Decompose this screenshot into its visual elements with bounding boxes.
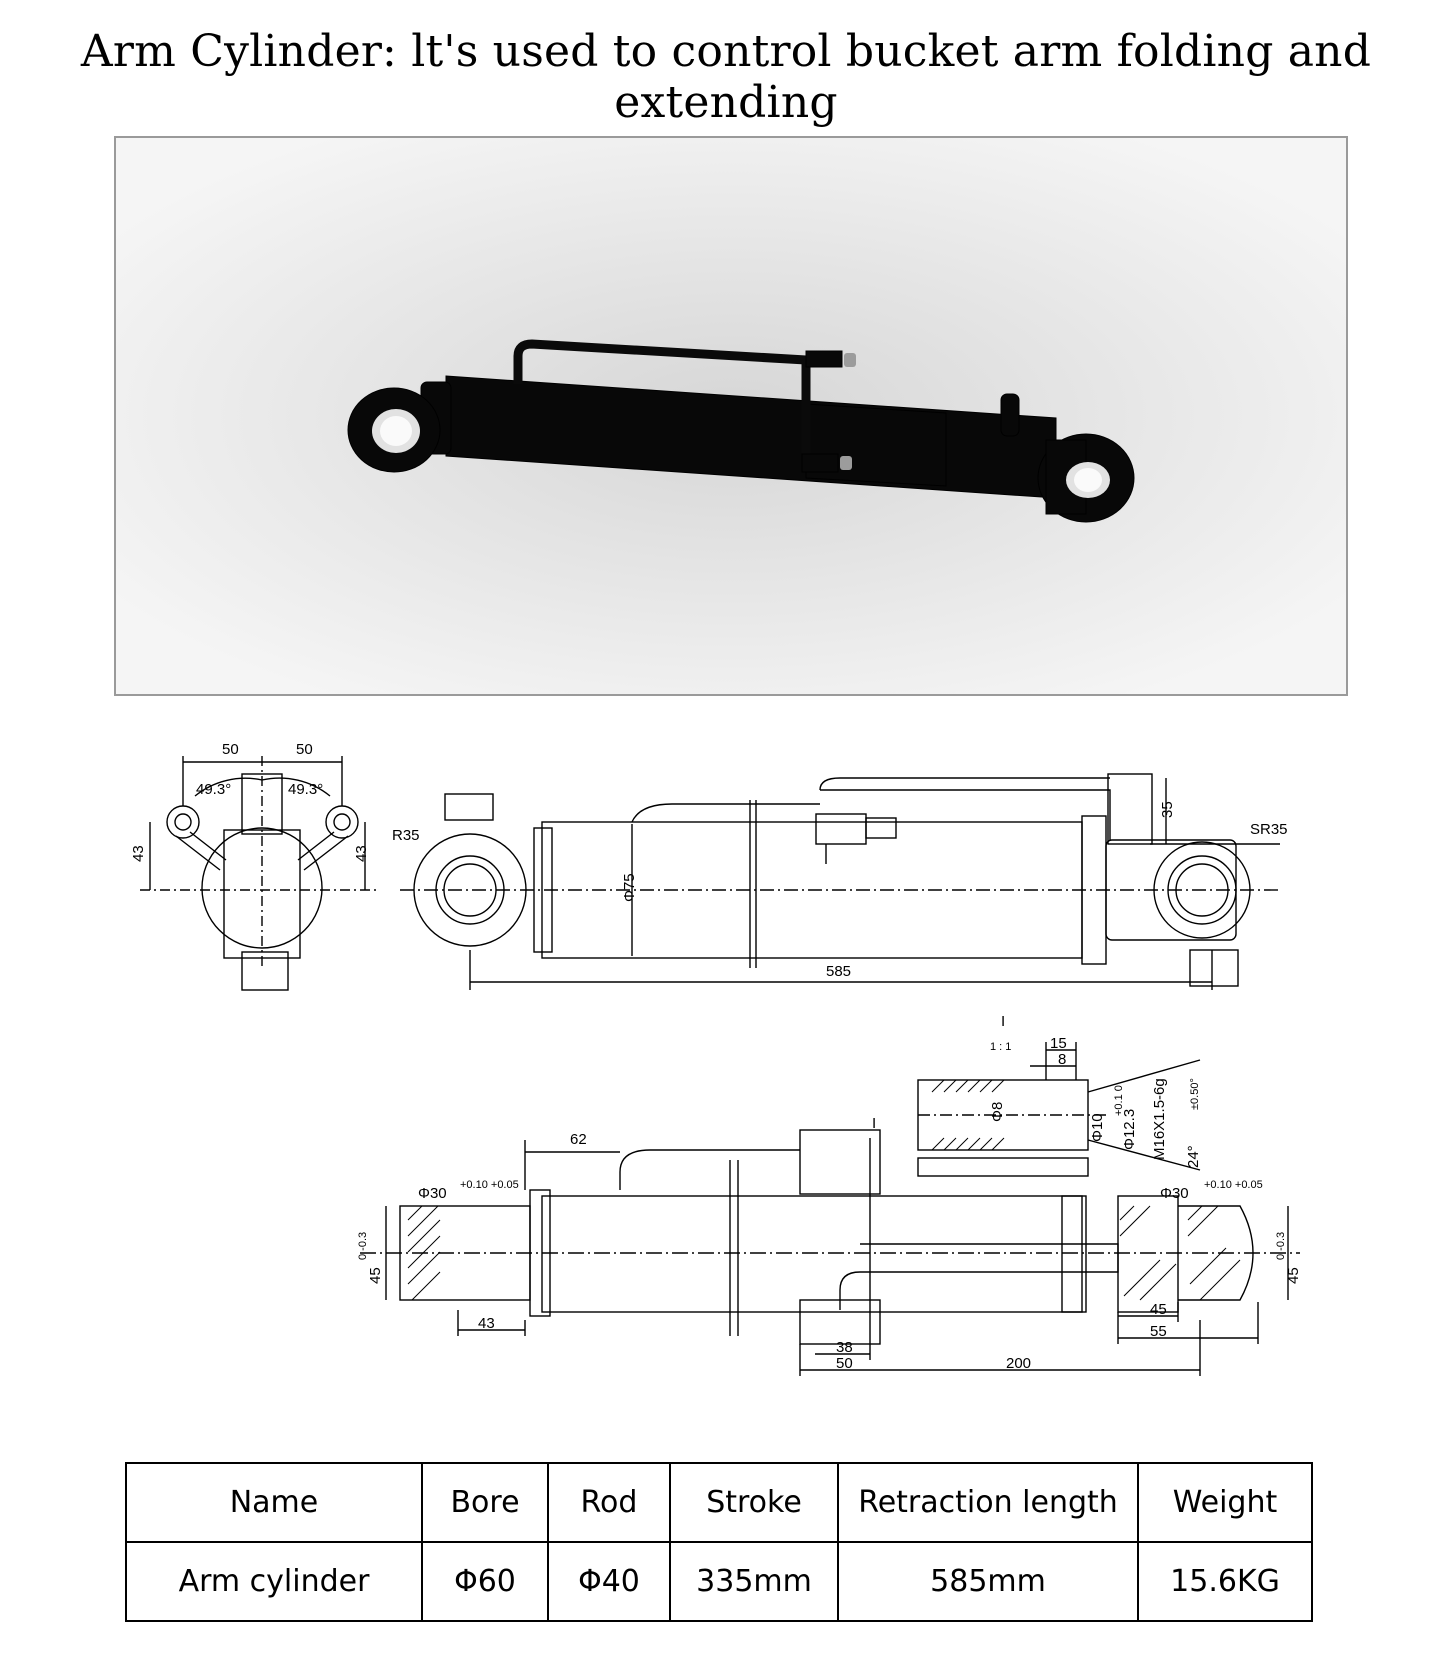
page-title: Arm Cylinder: lt's used to control bucke…: [80, 26, 1372, 128]
table-header-row: Name Bore Rod Stroke Retraction length W…: [125, 1462, 1313, 1543]
port-38: 38: [836, 1339, 853, 1356]
dim-top-right-50: 50: [296, 741, 313, 758]
header-name: Name: [125, 1462, 423, 1543]
cell-rod: Φ40: [547, 1541, 671, 1622]
product-photo: [114, 136, 1348, 696]
cell-bore: Φ60: [421, 1541, 549, 1622]
cell-retraction-length: 585mm: [837, 1541, 1139, 1622]
detail-8: 8: [1058, 1051, 1066, 1068]
cell-stroke: 335mm: [669, 1541, 839, 1622]
detail-angle-tol: ±0.50°: [1189, 1078, 1201, 1110]
technical-drawing: 50 50 49.3° 49.3° 43 43 R35 SR35 Φ75 35 …: [130, 741, 1302, 1376]
width-right-tol: 0 -0.3: [1275, 1232, 1287, 1260]
pin-left: Φ30: [418, 1185, 447, 1202]
pipe-height: 35: [1159, 801, 1176, 818]
cell-name: Arm cylinder: [125, 1541, 423, 1622]
header-stroke: Stroke: [669, 1462, 839, 1543]
header-rod: Rod: [547, 1462, 671, 1543]
pin-left-tol: +0.10 +0.05: [460, 1179, 519, 1191]
detail-phi12-3: Φ12.3: [1121, 1109, 1138, 1150]
header-retraction-length: Retraction length: [837, 1462, 1139, 1543]
detail-angle: 24°: [1185, 1145, 1202, 1168]
pipe-offset: 62: [570, 1131, 587, 1148]
right-55: 55: [1150, 1323, 1167, 1340]
cell-weight: 15.6KG: [1137, 1541, 1313, 1622]
port-50: 50: [836, 1355, 853, 1372]
spec-table: Name Bore Rod Stroke Retraction length W…: [125, 1462, 1313, 1622]
height-right: 43: [353, 845, 370, 862]
angle-right: 49.3°: [288, 781, 323, 798]
dim-top-left-50: 50: [222, 741, 239, 758]
detail-15: 15: [1050, 1035, 1067, 1052]
port-200: 200: [1006, 1355, 1031, 1372]
table-row: Arm cylinder Φ60 Φ40 335mm 585mm 15.6KG: [125, 1541, 1313, 1622]
height-left: 43: [130, 845, 147, 862]
pin-right-tol: +0.10 +0.05: [1204, 1179, 1263, 1191]
width-right: 45: [1285, 1267, 1302, 1284]
bore-diameter: Φ75: [621, 873, 638, 902]
width-left: 45: [367, 1267, 384, 1284]
detail-thread: M16X1.5-6g: [1151, 1078, 1168, 1160]
overall-length: 585: [826, 963, 851, 980]
section-mark-i: I: [872, 1115, 876, 1132]
bottom-left-43: 43: [478, 1315, 495, 1332]
width-left-tol: 0 -0.3: [357, 1232, 369, 1260]
detail-scale: 1 : 1: [990, 1041, 1011, 1053]
detail-phi10: Φ10: [1089, 1113, 1106, 1142]
angle-left: 49.3°: [196, 781, 231, 798]
right-45: 45: [1150, 1301, 1167, 1318]
header-weight: Weight: [1137, 1462, 1313, 1543]
detail-phi8: Φ8: [989, 1102, 1006, 1122]
detail-mark: I: [1001, 1013, 1005, 1030]
hydraulic-cylinder-icon: [116, 138, 1346, 694]
pin-right: Φ30: [1160, 1185, 1189, 1202]
detail-tol: +0.1 0: [1113, 1085, 1125, 1116]
radius-left: R35: [392, 827, 420, 844]
radius-right: SR35: [1250, 821, 1288, 838]
header-bore: Bore: [421, 1462, 549, 1543]
